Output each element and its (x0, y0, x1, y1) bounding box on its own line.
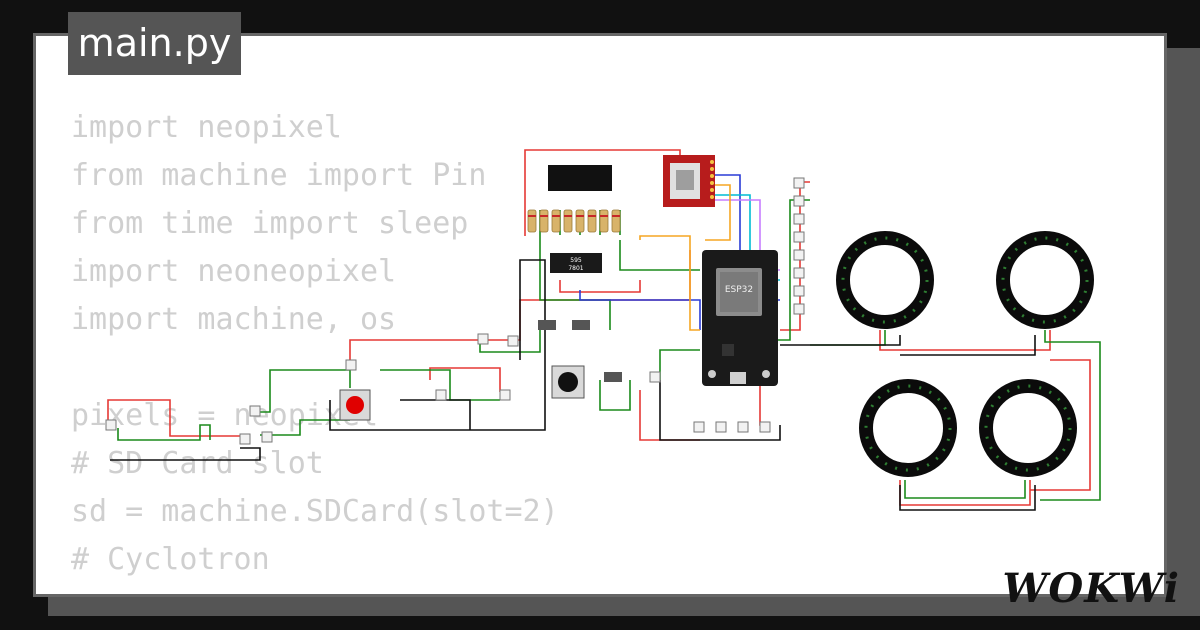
code-line: sd = machine.SDCard(slot=2) (71, 494, 559, 529)
code-line: import machine, os (71, 302, 397, 337)
slide-switches (538, 320, 622, 382)
esp32-label: ESP32 (725, 285, 753, 295)
neopixel-ring-4 (979, 379, 1077, 477)
code-line: from time import sleep (71, 206, 469, 241)
code-line: import neopixel (71, 110, 342, 145)
black-push-button (551, 365, 585, 399)
code-line: pixel.NeoPixel(Pin(15), 24) (71, 584, 812, 594)
code-line: import neoneopixel (71, 254, 397, 289)
neopixel-rings (836, 231, 1094, 477)
chip-label-1: 595 (570, 257, 582, 264)
shift-register-chip: 595 7801 (550, 253, 602, 273)
neopixel-leds (105, 177, 805, 445)
chip-label-2: 7801 (568, 265, 583, 272)
red-push-button (339, 389, 371, 421)
code-line: # Cyclotron (71, 542, 270, 577)
code-line: from machine import Pin (71, 158, 487, 193)
sd-card-module (663, 155, 715, 207)
neopixel-ring-1 (836, 231, 934, 329)
neopixel-ring-3 (859, 379, 957, 477)
code-line: # SD Card slot (71, 446, 324, 481)
esp32-board: ESP32 (702, 250, 778, 386)
code-editor: import neopixel from machine import Pin fr… (71, 104, 812, 594)
wokwi-logo[interactable]: WOKWi (1002, 565, 1180, 612)
file-tab[interactable]: main.py (68, 12, 241, 75)
preview-card: import neopixel from machine import Pin fr… (33, 33, 1167, 597)
resistor-array (527, 165, 621, 233)
neopixel-ring-2 (996, 231, 1094, 329)
wires (107, 149, 1101, 511)
